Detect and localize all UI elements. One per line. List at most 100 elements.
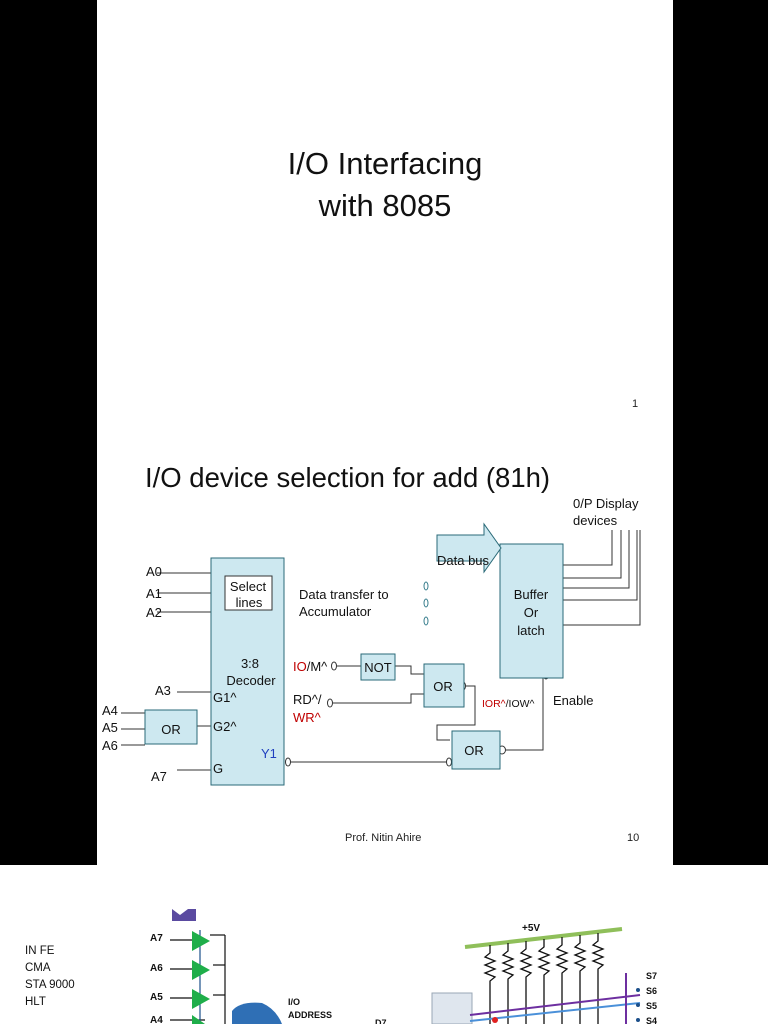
data-bus-label: Data bus (437, 553, 490, 568)
a1-label: A1 (146, 586, 162, 601)
signal-line-blue (469, 1002, 641, 1022)
signal-line-purple (469, 994, 641, 1016)
slide2-page-number: 10 (627, 832, 640, 844)
a7-wire-label: A7 (150, 933, 163, 944)
data-transfer-line2: Accumulator (299, 604, 372, 619)
supply-label: +5V (522, 923, 540, 934)
a5-label: A5 (102, 720, 118, 735)
d7-label: D7 (375, 1018, 387, 1024)
m-label: /M^ (307, 659, 328, 674)
g1-label: G1^ (213, 690, 237, 705)
buffer-label-line3: latch (517, 623, 544, 638)
display-line-4 (563, 530, 638, 601)
display-line-5 (563, 530, 641, 626)
decoder-label-line1: 3:8 (241, 656, 259, 671)
display-line-1 (563, 530, 613, 566)
or2-to-or3-line (436, 685, 476, 741)
io-address-line1: I/O (288, 997, 300, 1007)
iom-bubble (331, 661, 337, 671)
buffer-triangle-1 (192, 931, 210, 951)
y1-label: Y1 (261, 746, 277, 761)
data-dot-2 (423, 598, 429, 608)
iom-label: IO/M^ (293, 659, 328, 674)
or-gate-1-label: OR (161, 722, 181, 737)
data-dot-3 (423, 616, 429, 626)
ior-label-red: IOR^ (482, 698, 506, 710)
decoder-label-line2: Decoder (226, 673, 276, 688)
y1-bubble (285, 757, 291, 767)
not-gate-label: NOT (364, 660, 392, 675)
interface-circuit-diagram: A7 A6 A5 A4 I/O ADDRESS D7 +5V (150, 909, 657, 1024)
buffer-latch-box (499, 543, 564, 679)
program-listing: IN FE CMA STA 9000 HLT (25, 943, 75, 1011)
select-label-line1: Select (230, 579, 267, 594)
code-line: HLT (25, 996, 46, 1008)
red-node (492, 1017, 498, 1023)
enable-label: Enable (553, 693, 593, 708)
bus-fragment (172, 909, 196, 921)
or3-to-enable-line (506, 676, 544, 751)
a4-wire-label: A4 (150, 1015, 163, 1024)
not-gate (360, 653, 396, 681)
or-gate-1 (144, 709, 198, 745)
or-gate-2 (423, 663, 465, 708)
or3-input-bubble (446, 757, 452, 767)
select-label-line2: lines (236, 595, 263, 610)
a0-label: A0 (146, 564, 162, 579)
a6-label: A6 (102, 738, 118, 753)
display-line-3 (563, 530, 630, 589)
io-address-line2: ADDRESS (288, 1010, 332, 1020)
latch-box (431, 992, 473, 1024)
switch-contact-s5 (636, 1003, 640, 1007)
buffer-label-line2: Or (524, 605, 539, 620)
slide1-title: I/O Interfacing with 8085 (97, 143, 673, 227)
buffer-triangle-2 (192, 960, 210, 980)
slide-stack: I/O Interfacing with 8085 1 I/O device s… (97, 0, 673, 865)
slide2-title: I/O device selection for add (81h) (145, 462, 551, 493)
a5-wire-label: A5 (150, 992, 163, 1003)
pull-up-resistors (483, 933, 605, 1024)
g-label: G (213, 761, 223, 776)
switch-contact-s6 (636, 988, 640, 992)
data-bus-arrow (436, 522, 502, 574)
slide3-partial: IN FE CMA STA 9000 HLT A7 A6 A5 (0, 865, 768, 1024)
data-dot-1 (423, 581, 429, 591)
a6-wire-label: A6 (150, 963, 163, 974)
a4-label: A4 (102, 703, 118, 718)
buffer-triangle-4 (192, 1015, 205, 1024)
or-gate-3-label: OR (464, 743, 484, 758)
not-to-or2-line (395, 665, 424, 675)
switch-s6-label: S6 (646, 986, 657, 996)
display-label-line2: devices (573, 513, 618, 528)
io-label-red: IO (293, 659, 307, 674)
slide1-title-line1: I/O Interfacing (287, 146, 483, 181)
slide1-page-number: 1 (632, 398, 639, 410)
buffer-triangle-3 (192, 989, 210, 1009)
wr-label: WR^ (293, 710, 322, 725)
switch-s7-label: S7 (646, 971, 657, 981)
switch-contact-s4 (636, 1018, 640, 1022)
a2-label: A2 (146, 605, 162, 620)
select-lines-box (224, 575, 273, 611)
display-label-line1: 0/P Display (573, 496, 639, 511)
buffer-label-line1: Buffer (514, 587, 549, 602)
data-transfer-line1: Data transfer to (299, 587, 389, 602)
code-line: STA 9000 (25, 979, 75, 991)
supply-rail (464, 927, 623, 949)
or-gate-3 (451, 730, 501, 770)
slide1-title-line2: with 8085 (318, 188, 452, 223)
a3-label: A3 (155, 683, 171, 698)
rdwr-to-or2-line (333, 693, 424, 704)
iow-label: /IOW^ (506, 698, 535, 710)
or-gate-2-label: OR (433, 679, 453, 694)
code-line: CMA (25, 962, 51, 974)
switch-s5-label: S5 (646, 1001, 657, 1011)
rd-label: RD^/ (293, 692, 322, 707)
ior-iow-label: IOR^/IOW^ (482, 698, 535, 710)
slide2-footer-author: Prof. Nitin Ahire (345, 832, 422, 844)
nand-gate-shape (232, 1002, 282, 1024)
display-line-2 (563, 530, 622, 579)
io-device-selection-diagram: 0/P Display devices A0 A1 A2 A3 A4 A5 A6… (102, 496, 641, 786)
g2-label: G2^ (213, 719, 237, 734)
rdwr-bubble (327, 698, 333, 708)
